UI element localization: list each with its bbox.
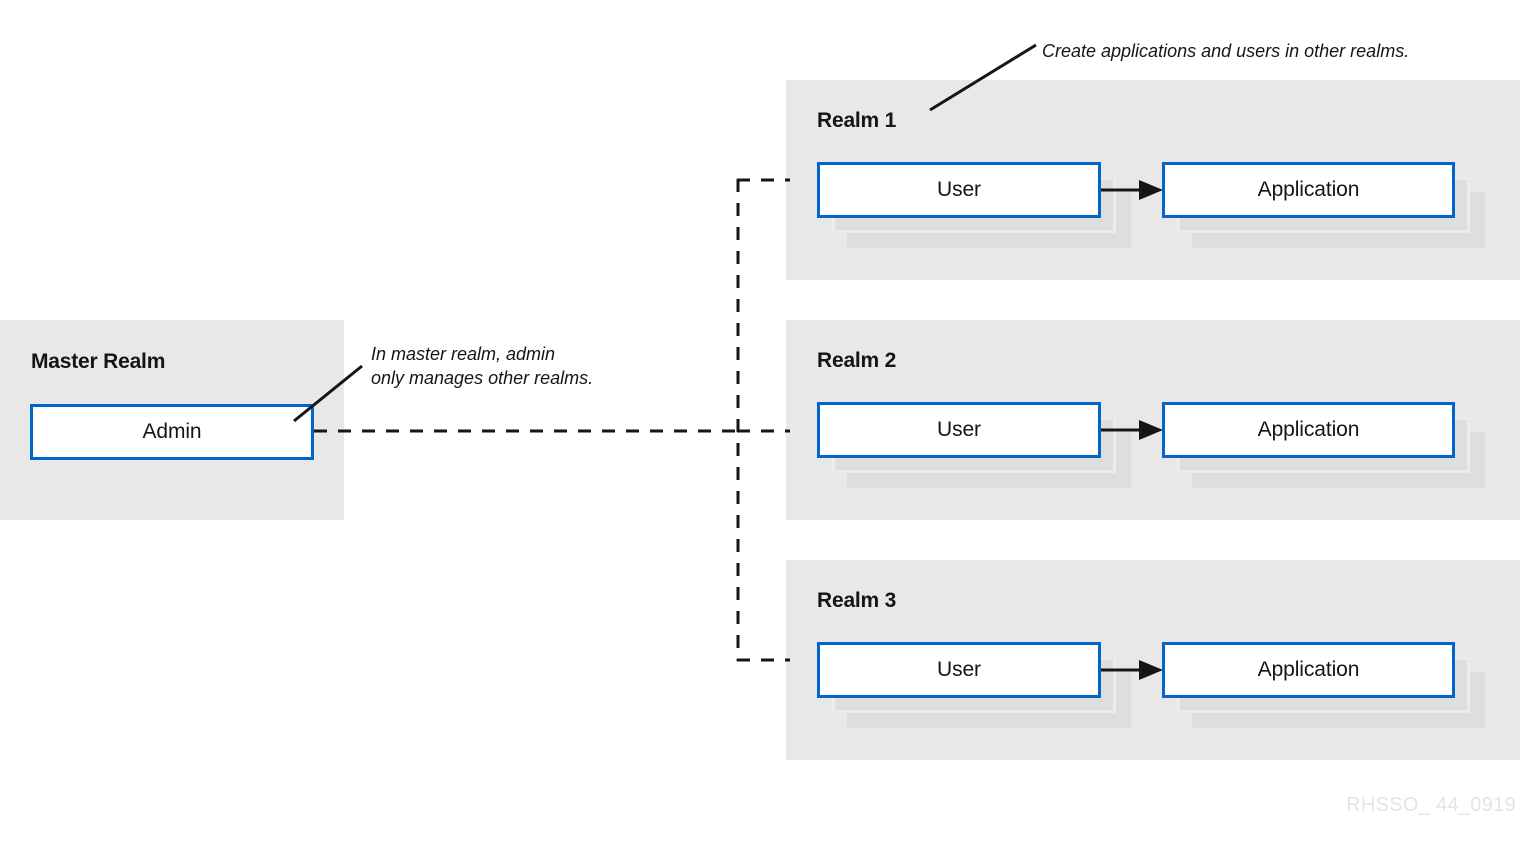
realm-2-arrow-icon — [1101, 420, 1163, 440]
realm-2-user-label: User — [937, 418, 981, 441]
admin-box[interactable]: Admin — [30, 404, 314, 460]
realm-1-application-card[interactable]: Application — [1162, 162, 1455, 218]
realm-3-user-card[interactable]: User — [817, 642, 1101, 698]
realm-1-title: Realm 1 — [817, 109, 897, 132]
realm-1-application-label: Application — [1257, 178, 1360, 201]
realm-2-application-box[interactable]: Application — [1162, 402, 1485, 488]
realm-2-user-box[interactable]: User — [817, 402, 1131, 488]
realm-1-user-label: User — [937, 178, 981, 201]
realm-3-application-label: Application — [1257, 658, 1360, 681]
realm-3-application-box[interactable]: Application — [1162, 642, 1485, 728]
admin-card[interactable]: Admin — [30, 404, 314, 460]
realm-3-application-card[interactable]: Application — [1162, 642, 1455, 698]
realm-1-application-box[interactable]: Application — [1162, 162, 1485, 248]
realm-1-arrow-icon — [1101, 180, 1163, 200]
realms-note: Create applications and users in other r… — [1042, 41, 1410, 61]
master-realm-note: In master realm, admin only manages othe… — [371, 344, 594, 389]
realm-3-user-box[interactable]: User — [817, 642, 1131, 728]
admin-label: Admin — [142, 420, 202, 443]
master-realm-title: Master Realm — [31, 350, 166, 373]
realm-3-user-label: User — [937, 658, 981, 681]
watermark-label: RHSSO_ 44_0919 — [1346, 794, 1516, 816]
realm-2-title: Realm 2 — [817, 349, 897, 372]
realm-2-application-label: Application — [1257, 418, 1360, 441]
realm-1-user-box[interactable]: User — [817, 162, 1131, 248]
realm-2-application-card[interactable]: Application — [1162, 402, 1455, 458]
realm-2-user-card[interactable]: User — [817, 402, 1101, 458]
realm-3-arrow-icon — [1101, 660, 1163, 680]
realm-1-user-card[interactable]: User — [817, 162, 1101, 218]
realm-3-title: Realm 3 — [817, 589, 897, 612]
